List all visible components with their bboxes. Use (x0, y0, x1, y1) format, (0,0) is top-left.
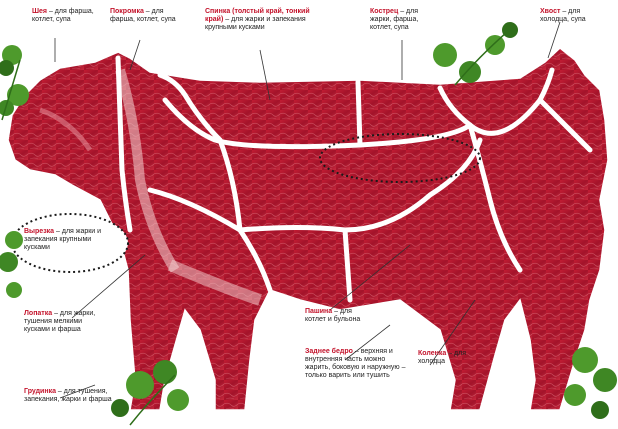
label-pashina-title: Пашина (305, 308, 332, 315)
parsley-sprig-icon (0, 231, 23, 298)
label-grudinka-title: Грудинка (24, 388, 56, 395)
label-zadnee-title: Заднее бедро (305, 348, 353, 355)
label-kostrets: Кострец – для жарки, фарша, котлет, супа (370, 8, 434, 32)
label-sheya-title: Шея (32, 8, 47, 15)
label-sheya: Шея – для фарша, котлет, супа (32, 8, 104, 24)
label-vyrezka: Вырезка – для жарки и запекания крупными… (24, 228, 118, 252)
parsley-sprig-icon (433, 22, 518, 85)
label-lopatka: Лопатка – для жарки, тушения мелкими кус… (24, 310, 104, 334)
label-lopatka-title: Лопатка (24, 310, 52, 317)
label-zadnee: Заднее бедро – верхняя и внутренняя част… (305, 348, 407, 380)
label-hvost: Хвост – для холодца, супа (540, 8, 610, 24)
label-pokromka-title: Покромка (110, 8, 144, 15)
label-pokromka: Покромка – для фарша, котлет, супа (110, 8, 178, 24)
label-kolenka: Коленка – для холодца (418, 350, 478, 366)
label-kostrets-title: Кострец (370, 8, 398, 15)
label-spinka: Спинка (толстый край, тонкий край) – для… (205, 8, 310, 32)
label-hvost-title: Хвост (540, 8, 560, 15)
label-pashina: Пашина – для котлет и бульона (305, 308, 373, 324)
label-kolenka-title: Коленка (418, 350, 446, 357)
label-vyrezka-title: Вырезка (24, 228, 54, 235)
label-grudinka: Грудинка – для тушения, запекания, жарки… (24, 388, 124, 404)
